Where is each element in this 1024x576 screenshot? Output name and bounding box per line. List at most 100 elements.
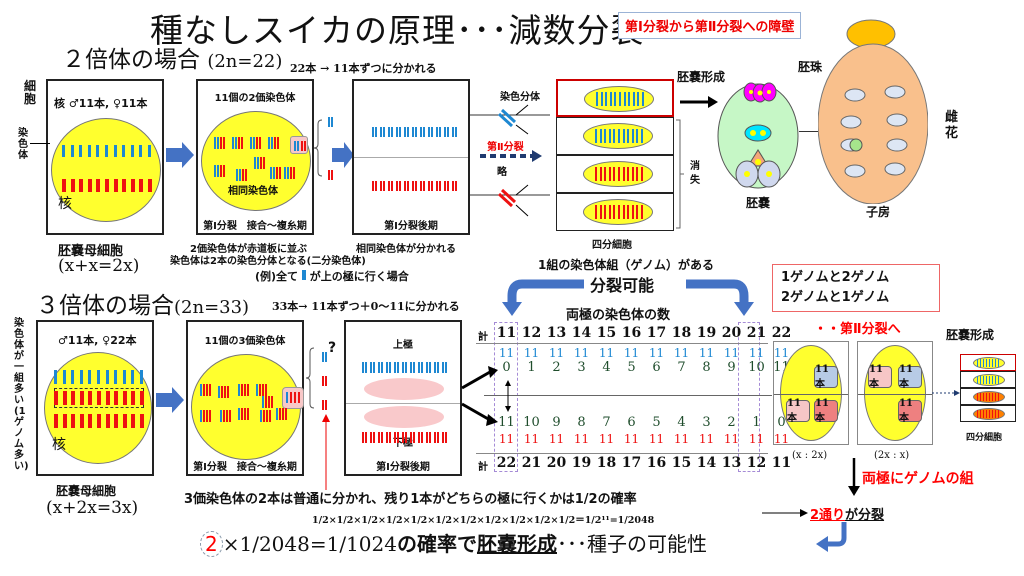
chromosome — [998, 393, 999, 401]
table-cell: 19 — [696, 325, 717, 341]
chromosome — [54, 370, 57, 384]
triploid-formula: (x+2x=3x) — [46, 498, 139, 518]
omitted-label: 略 — [497, 167, 507, 178]
chromosome — [394, 362, 396, 373]
two-ways-label: 2通りが分裂 — [810, 508, 885, 523]
total-label-top: 計 — [478, 332, 488, 343]
chromosome — [431, 181, 433, 191]
chromosome — [122, 179, 127, 192]
table-cell: 9 — [552, 415, 561, 430]
chromosome — [271, 137, 273, 149]
chromosome — [290, 167, 292, 179]
table-cell: 21 — [521, 455, 542, 471]
chromosome — [105, 391, 110, 405]
chromosome — [114, 391, 119, 405]
chromosome — [62, 145, 65, 157]
chromosome — [70, 179, 75, 192]
chromosome — [600, 92, 603, 106]
chromosome — [375, 127, 377, 137]
chromosome — [995, 410, 996, 418]
disappear-bracket — [676, 119, 684, 229]
chromosome — [995, 393, 996, 401]
table-cell: 4 — [677, 415, 686, 430]
chromosome — [130, 145, 134, 157]
highlight-col-left — [494, 322, 518, 472]
chromosome — [421, 432, 423, 443]
chromosome — [218, 386, 220, 398]
chromosome — [431, 127, 433, 137]
chromosome — [402, 362, 404, 373]
chromosome — [641, 167, 643, 181]
chromosome — [209, 410, 211, 422]
chromosome — [641, 129, 643, 143]
table-cell: 2 — [552, 360, 561, 375]
chromosome — [599, 129, 602, 143]
table-cell: 11 — [673, 432, 690, 446]
genome-combo-1: 1ゲノムと2ゲノム — [781, 270, 890, 285]
chromosome — [277, 137, 279, 149]
chromosome — [241, 408, 243, 420]
chromosome — [452, 127, 454, 137]
chromosome — [122, 145, 126, 157]
table-cell: 1 — [527, 360, 536, 375]
chromosome — [131, 370, 135, 384]
disappear-label: 消失 — [690, 161, 700, 186]
chromosome — [265, 384, 267, 396]
chromosome — [247, 408, 249, 420]
chromosome — [618, 129, 620, 143]
chromosome — [131, 414, 136, 428]
stage1-caption: 第Ⅰ分裂 接合～複糸期 — [193, 462, 297, 473]
table-cell: 11 — [548, 346, 565, 360]
chromosome — [221, 386, 223, 398]
table-cell: 6 — [627, 415, 636, 430]
lower-pole-label: 下極 — [393, 438, 413, 449]
conclusion-formula: ×1/2048=1/1024 — [222, 532, 397, 556]
barrier-label: 第Ⅰ分裂から第Ⅱ分裂への障壁 — [618, 12, 802, 39]
chromosome — [415, 127, 417, 137]
table-cell: 11 — [573, 346, 590, 360]
chromosome — [437, 432, 439, 443]
chromosome — [254, 157, 256, 169]
chromosome — [370, 362, 372, 373]
chromosome — [256, 384, 258, 396]
table-cell: 11 — [673, 346, 690, 360]
chromosome — [217, 165, 219, 177]
chromosome — [383, 181, 385, 191]
chromosome — [71, 370, 75, 384]
chromosome — [442, 432, 444, 443]
chromosome — [241, 137, 243, 149]
table-cell: 11 — [773, 432, 790, 446]
chromosome-pointer — [30, 143, 50, 144]
chromosome — [445, 362, 447, 373]
chromosome — [429, 362, 431, 373]
table-cell: 11 — [573, 432, 590, 446]
chromosome — [397, 362, 399, 373]
chromosome — [980, 410, 981, 418]
chromosome — [622, 205, 625, 219]
chromosome — [394, 432, 396, 443]
triploid-split-note: 33本→ 11本ずつ＋0～11に分かれる — [272, 300, 460, 313]
chromosome — [381, 432, 383, 443]
chromosome — [399, 127, 401, 137]
chromosome — [605, 92, 608, 106]
triploid-stage1-box: 11個の3価染色体 第Ⅰ分裂 接合～複糸期 — [186, 320, 304, 476]
table-cell: 12 — [521, 325, 542, 341]
circled-two: 2 — [200, 531, 223, 557]
diploid-formula: (x+x=2x) — [58, 256, 140, 276]
chromosome — [209, 384, 211, 396]
chromosome — [203, 410, 205, 422]
chromosome — [980, 359, 981, 367]
tetrad-cell — [960, 354, 1016, 371]
chromosome — [599, 205, 602, 219]
table-cell: 11 — [723, 432, 740, 446]
ovary-label: 子房 — [866, 205, 891, 219]
chromosome — [105, 414, 110, 428]
chromosome — [434, 362, 436, 373]
chromosome — [636, 129, 639, 143]
chromosome — [62, 391, 67, 405]
meiosis2-label: 第Ⅱ分裂 — [487, 142, 524, 153]
chromosome — [370, 432, 372, 443]
equator-line — [774, 394, 848, 395]
